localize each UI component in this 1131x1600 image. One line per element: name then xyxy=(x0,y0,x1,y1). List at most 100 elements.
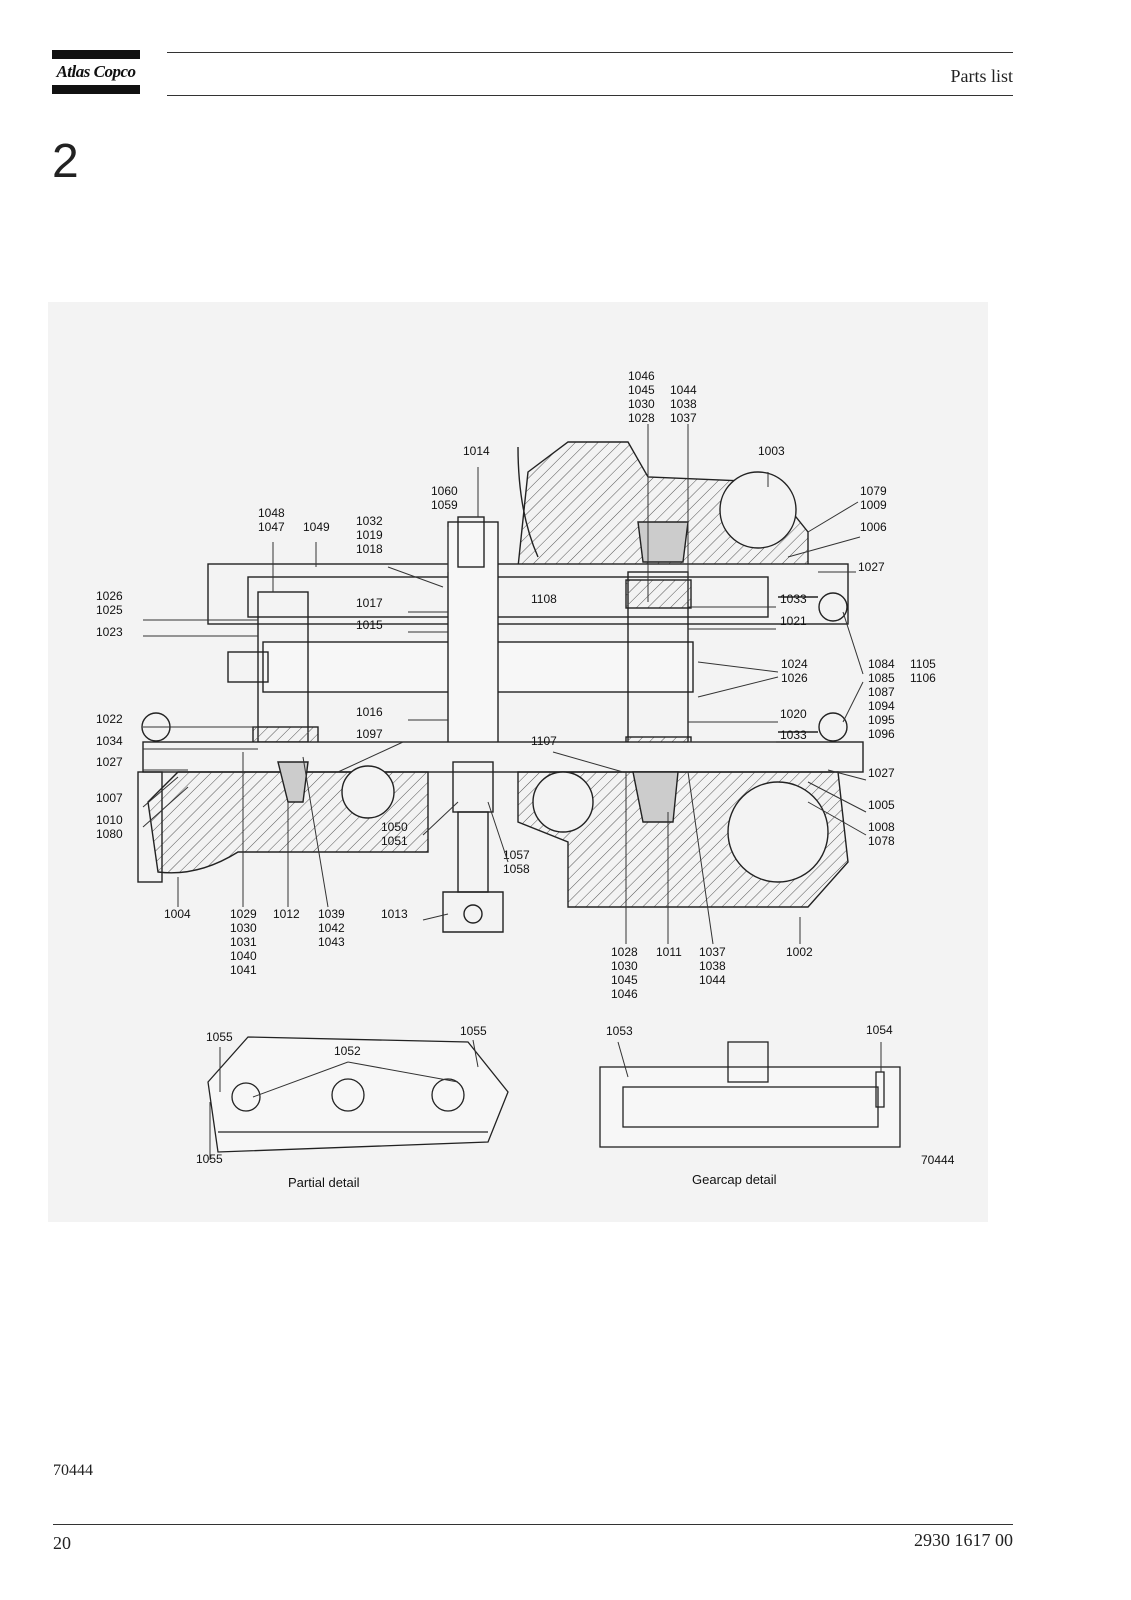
part-number: 1053 xyxy=(606,1024,633,1038)
part-number: 1087 xyxy=(868,685,895,699)
part-number: 1015 xyxy=(356,618,383,632)
part-number: 1039 xyxy=(318,907,345,921)
part-callout: 1007 xyxy=(96,791,123,805)
part-number: 1013 xyxy=(381,907,408,921)
header-rule-bottom xyxy=(167,95,1013,96)
part-number: 1033 xyxy=(780,592,807,606)
part-callout: 1013 xyxy=(381,907,408,921)
part-callout: 1097 xyxy=(356,727,383,741)
document-number: 2930 1617 00 xyxy=(914,1530,1013,1550)
leader-line xyxy=(487,801,509,863)
part-number: 1052 xyxy=(334,1044,361,1058)
leader-line xyxy=(387,566,444,588)
part-callout: 1107 xyxy=(531,734,557,748)
header-rule-top xyxy=(167,52,1013,53)
part-number: 1027 xyxy=(868,766,895,780)
part-number: 1045 xyxy=(611,973,638,987)
part-number: 1020 xyxy=(780,707,807,721)
part-number: 1005 xyxy=(868,798,895,812)
part-callout: 1027 xyxy=(858,560,885,574)
part-callout: 1027 xyxy=(96,755,123,769)
leader-lines xyxy=(142,424,882,1160)
footer-rule xyxy=(53,1524,1013,1525)
part-callout: 1006 xyxy=(860,520,887,534)
part-number: 1060 xyxy=(431,484,458,498)
part-callout: 1053 xyxy=(606,1024,633,1038)
part-number: 1084 xyxy=(868,657,895,671)
atlas-copco-logo: Atlas Copco xyxy=(52,50,140,94)
part-number: 1019 xyxy=(356,528,383,542)
part-callout: 1034 xyxy=(96,734,123,748)
part-number: 1055 xyxy=(460,1024,487,1038)
leader-line xyxy=(337,741,404,773)
leader-line xyxy=(807,501,859,533)
leader-line xyxy=(617,1041,629,1078)
part-callout: 1016 xyxy=(356,705,383,719)
part-number: 1108 xyxy=(531,592,557,606)
leader-line xyxy=(252,1061,349,1098)
leader-line xyxy=(807,801,867,836)
part-number: 1003 xyxy=(758,444,785,458)
part-callout: 1027 xyxy=(868,766,895,780)
part-number: 1030 xyxy=(230,921,257,935)
part-number: 1034 xyxy=(96,734,123,748)
part-number: 1026 xyxy=(96,589,123,603)
part-number: 1006 xyxy=(860,520,887,534)
part-number: 1045 xyxy=(628,383,655,397)
part-number: 1050 xyxy=(381,820,408,834)
part-number: 1044 xyxy=(699,973,726,987)
part-number: 1004 xyxy=(164,907,191,921)
header-title: Parts list xyxy=(950,66,1013,86)
part-number: 1106 xyxy=(910,671,936,685)
section-number: 2 xyxy=(52,135,79,188)
part-number: 1046 xyxy=(611,987,638,1001)
partial-detail-drawing xyxy=(207,1036,509,1153)
drawing-number: 70444 xyxy=(921,1153,955,1167)
part-callout: 1055 xyxy=(460,1024,487,1038)
part-number: 1031 xyxy=(230,935,257,949)
part-number: 1044 xyxy=(670,383,697,397)
part-number: 1105 xyxy=(910,657,936,671)
part-number: 1016 xyxy=(356,705,383,719)
part-number: 1058 xyxy=(503,862,530,876)
part-number: 1026 xyxy=(781,671,808,685)
part-number: 1030 xyxy=(611,959,638,973)
part-number: 1049 xyxy=(303,520,330,534)
part-number: 1037 xyxy=(699,945,726,959)
part-number: 1032 xyxy=(356,514,383,528)
part-number: 1059 xyxy=(431,498,458,512)
leader-line xyxy=(807,781,867,813)
part-number: 1028 xyxy=(611,945,638,959)
part-callout: 1022 xyxy=(96,712,123,726)
leader-line xyxy=(787,536,861,558)
leader-line xyxy=(302,756,329,908)
part-number: 1042 xyxy=(318,921,345,935)
part-callout: 1055 xyxy=(206,1030,233,1044)
part-number: 1080 xyxy=(96,827,123,841)
part-number: 1046 xyxy=(628,369,655,383)
part-number: 1002 xyxy=(786,945,813,959)
leader-line xyxy=(552,751,624,773)
part-number: 1107 xyxy=(531,734,557,748)
leader-line xyxy=(697,676,779,698)
page-number: 20 xyxy=(53,1533,71,1553)
part-number: 1007 xyxy=(96,791,123,805)
machine-outline xyxy=(137,441,864,933)
part-callout: 1005 xyxy=(868,798,895,812)
part-callout: 1052 xyxy=(334,1044,361,1058)
logo-bar-top xyxy=(52,50,140,59)
part-number: 1010 xyxy=(96,813,123,827)
part-number: 1055 xyxy=(206,1030,233,1044)
part-number: 1027 xyxy=(96,755,123,769)
part-number: 1037 xyxy=(670,411,697,425)
